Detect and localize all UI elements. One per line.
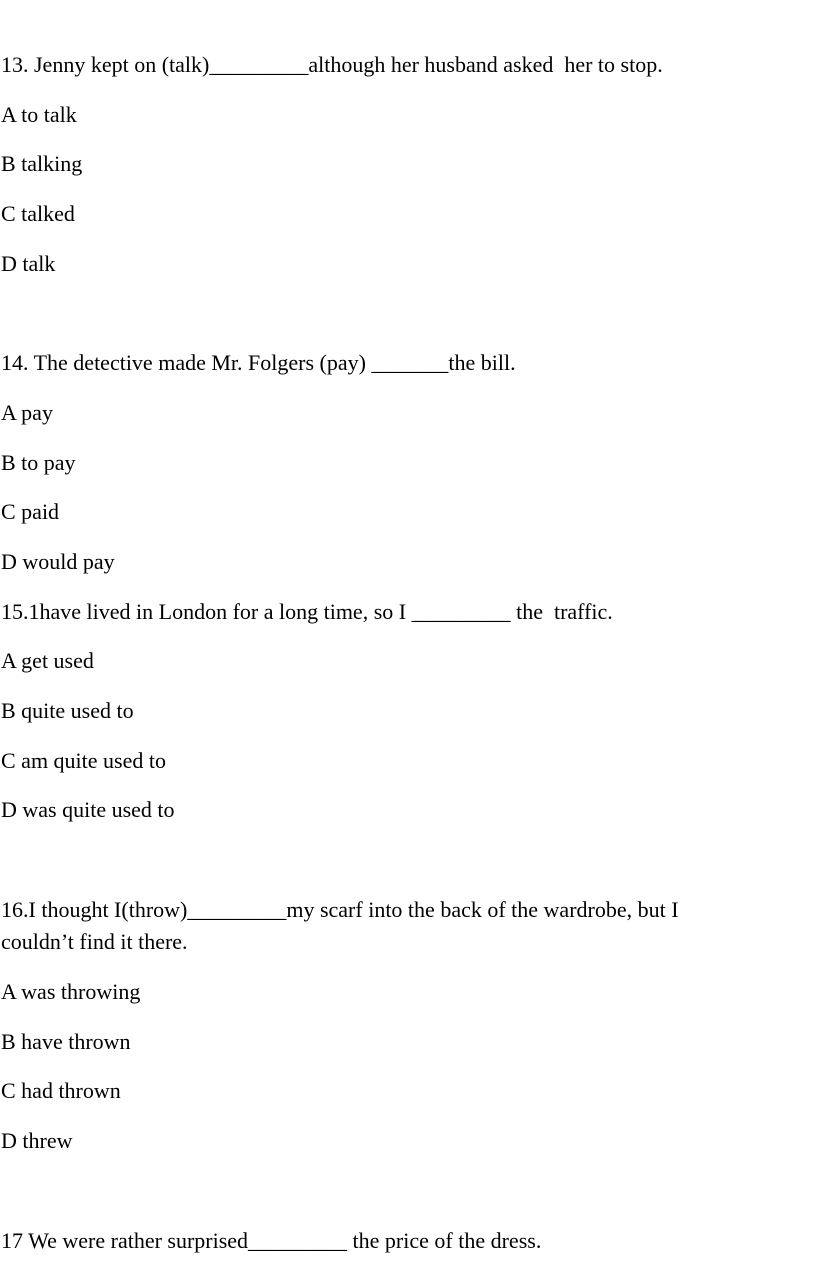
question-15-stem: 15.1have lived in London for a long time… [1,599,613,624]
question-14-option-c: C paid [1,499,60,524]
question-16-option-d: D threw [1,1128,73,1153]
question-13-option-a: A to talk [1,102,77,127]
question-16-option-c: C had thrown [1,1078,121,1103]
question-15-option-b: B quite used to [1,698,134,723]
question-13-stem: 13. Jenny kept on (talk)_________althoug… [1,52,663,77]
question-15-option-a: A get used [1,648,94,673]
question-17-stem: 17 We were rather surprised_________ the… [1,1228,542,1253]
question-14-stem: 14. The detective made Mr. Folgers (pay)… [1,350,516,375]
question-16-option-b: B have thrown [1,1029,131,1054]
question-13-option-d: D talk [1,251,56,276]
question-15-option-d: D was quite used to [1,797,175,822]
question-16-stem-line-2: couldn’t find it there. [1,929,188,954]
question-13-option-b: B talking [1,151,83,176]
question-13-option-c: C talked [1,201,75,226]
question-14-option-b: B to pay [1,450,76,475]
question-14-option-a: A pay [1,400,53,425]
question-16-stem-line-1: 16.I thought I(throw)_________my scarf i… [1,897,679,922]
question-14-option-d: D would pay [1,549,115,574]
question-15-option-c: C am quite used to [1,748,166,773]
question-16-option-a: A was throwing [1,979,141,1004]
